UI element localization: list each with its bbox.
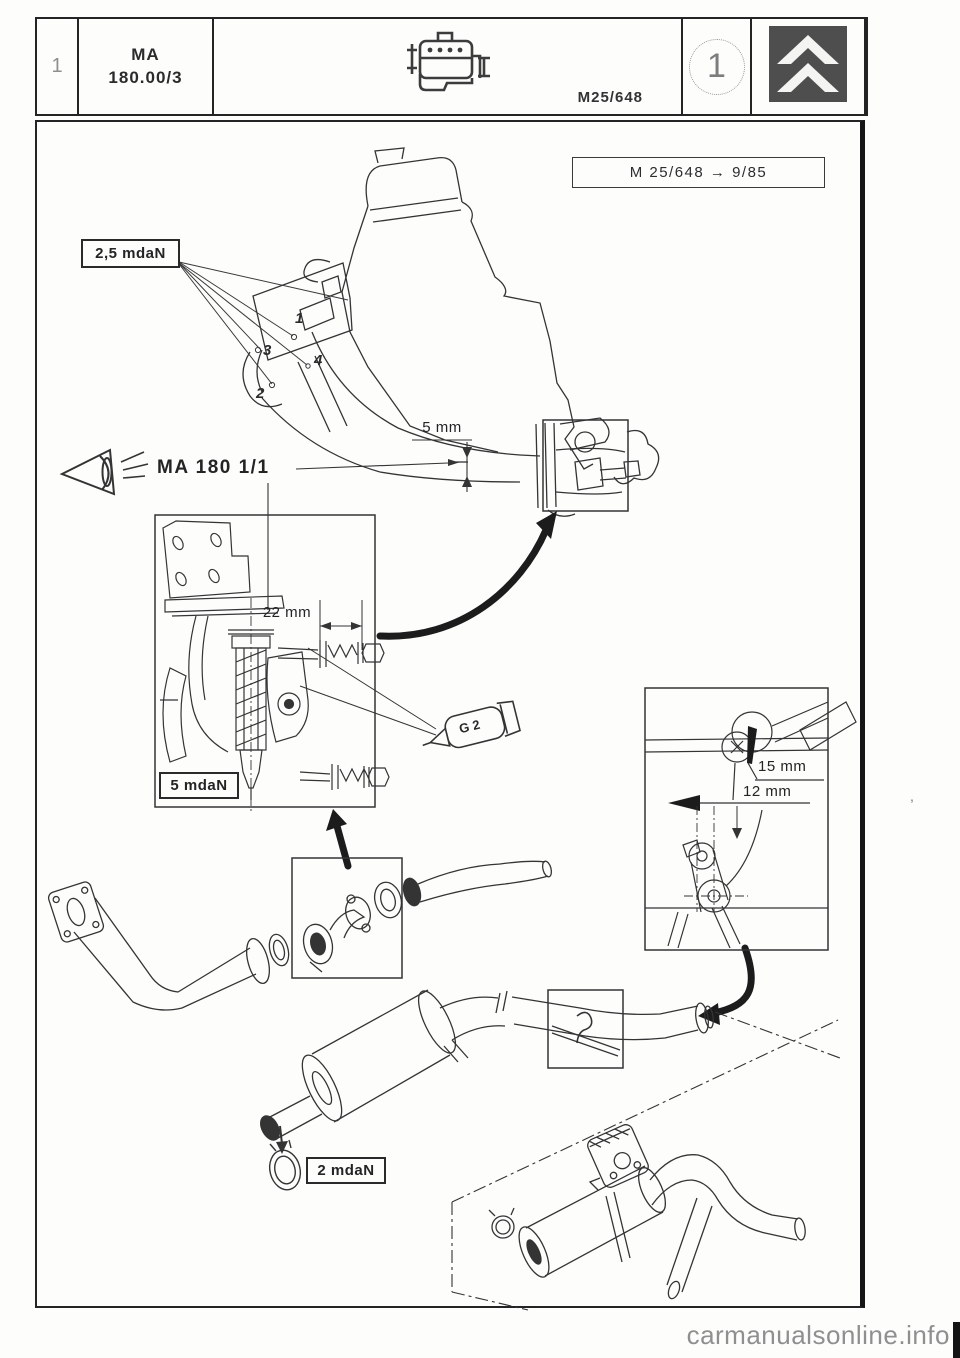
torque-bracket-label: 5 mdaN — [159, 772, 239, 799]
citroen-chevrons-icon — [769, 26, 847, 107]
scan-edge-strip — [953, 1322, 960, 1358]
torque-clamp-label: 2 mdaN — [306, 1157, 386, 1184]
hanger-upper-dimension-label: 15 mm — [758, 758, 807, 775]
method-reference: MA 180 1/1 — [157, 457, 270, 478]
hanger-lower-dimension-label: 12 mm — [743, 783, 792, 800]
header-bar: 1 MA 180.00/3 — [35, 17, 868, 116]
engine-drawing — [242, 147, 660, 517]
watermark: carmanualsonline.info — [686, 1320, 950, 1350]
hanger-inset-drawing — [644, 687, 857, 951]
middle-silencer-drawing — [260, 989, 714, 1141]
torque-engine-mounts-label: 2,5 mdaN — [81, 239, 180, 268]
revision-box: M 25/648 → 9/85 — [572, 157, 825, 188]
section-number-cell: 1 — [683, 19, 752, 114]
model-reference: M25/648 — [577, 89, 643, 106]
brand-logo-cell — [752, 19, 866, 114]
gap-dimension-label: 5 mm — [422, 419, 462, 436]
rear-silencer-drawing — [451, 1011, 841, 1311]
header-main-cell: M25/648 — [214, 19, 683, 114]
page-index: 1 — [37, 19, 79, 114]
engine-icon — [400, 28, 496, 105]
gap-dimension — [267, 439, 472, 610]
callout-1: 1 — [295, 310, 304, 327]
bracket-inset-drawing — [154, 514, 437, 812]
figure-frame — [35, 120, 865, 1308]
arrow-to-bracket-inset — [326, 809, 352, 870]
curved-arrow-to-hanger — [698, 944, 755, 1025]
callout-2: 2 — [256, 385, 265, 402]
manual-code-cell: MA 180.00/3 — [79, 19, 214, 114]
eye-icon — [59, 448, 149, 496]
section-number-badge: 1 — [688, 38, 745, 95]
manual-code-line1: MA — [131, 44, 160, 64]
callout-leader-lines — [178, 261, 349, 389]
manual-code-line2: 180.00/3 — [108, 67, 183, 87]
callout-4: 4 — [314, 352, 323, 369]
front-pipe-drawing — [47, 857, 553, 1011]
curved-arrow-to-manifold — [376, 511, 557, 640]
clamp-drawing — [268, 1125, 302, 1191]
stray-mark: , — [910, 788, 914, 804]
stud-dimension-label: 22 mm — [262, 604, 312, 621]
sealant-tube-icon — [422, 700, 521, 749]
callout-3: 3 — [263, 342, 272, 359]
